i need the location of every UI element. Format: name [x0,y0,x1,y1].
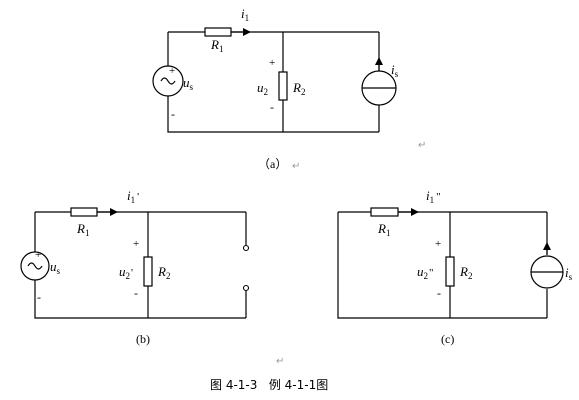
us-plus-b: + [35,249,41,261]
us-minus-b: - [37,290,41,304]
panel-label-b: (b) [136,332,150,346]
circuit-a: i1 R1 R2 u2 + - us + - is （a） ↵ ↵ [152,6,426,172]
open-terminal-top-b [242,244,250,252]
u2-label-a: u2 [257,80,268,97]
u2-plus-b: + [133,238,139,250]
circuit-b: i1' R1 R2 u2' + - us + - (b) [20,188,250,346]
wires-a [167,31,380,133]
figure-caption: 图 4-1-3 例 4-1-1图 [210,378,328,392]
r2-label-b: R2 [157,264,170,281]
u2-minus-c: - [437,286,441,300]
is-label-a: is [391,62,399,79]
us-plus-a: + [169,65,175,77]
wires-c [337,211,548,319]
wires-b [34,211,247,319]
us-label-a: us [183,75,194,92]
current-source-a [361,57,397,106]
voltage-source-a [152,65,184,97]
r1-label-c: R1 [377,221,390,238]
r2-label-a: R2 [292,80,305,97]
i1-label-a: i1 [241,6,249,23]
resistor-r1-b [70,207,98,217]
voltage-source-b [20,251,50,281]
u2-label-b: u2' [119,264,133,281]
return-mark: ↵ [418,140,426,151]
panel-label-a: （a） [258,157,287,171]
circuit-c: i1" R1 R2 u2" + - is (c) [337,188,573,346]
resistor-r1-a [204,27,232,37]
i1-label-b: i1' [127,188,139,205]
u2-minus-a: - [270,100,274,114]
u2-plus-a: + [269,57,275,69]
panel-label-c: (c) [441,332,454,346]
u2-minus-b: - [134,286,138,300]
us-minus-a: - [171,107,175,121]
us-label-b: us [50,259,61,276]
resistor-r2-a [278,71,288,101]
resistor-r2-c [445,256,455,287]
resistor-r1-c [370,207,399,217]
open-terminal-bottom-b [242,284,250,292]
u2-label-c: u2" [417,264,434,281]
i1-label-c: i1" [426,188,441,205]
r1-label-b: R1 [76,221,89,238]
resistor-r2-b [143,256,153,287]
return-mark: ↵ [292,161,300,172]
r2-label-c: R2 [459,264,472,281]
return-mark: ↵ [276,356,284,367]
u2-plus-c: + [435,238,441,250]
is-label-c: is [565,265,573,282]
r1-label-a: R1 [210,37,223,54]
current-source-c [530,242,564,289]
